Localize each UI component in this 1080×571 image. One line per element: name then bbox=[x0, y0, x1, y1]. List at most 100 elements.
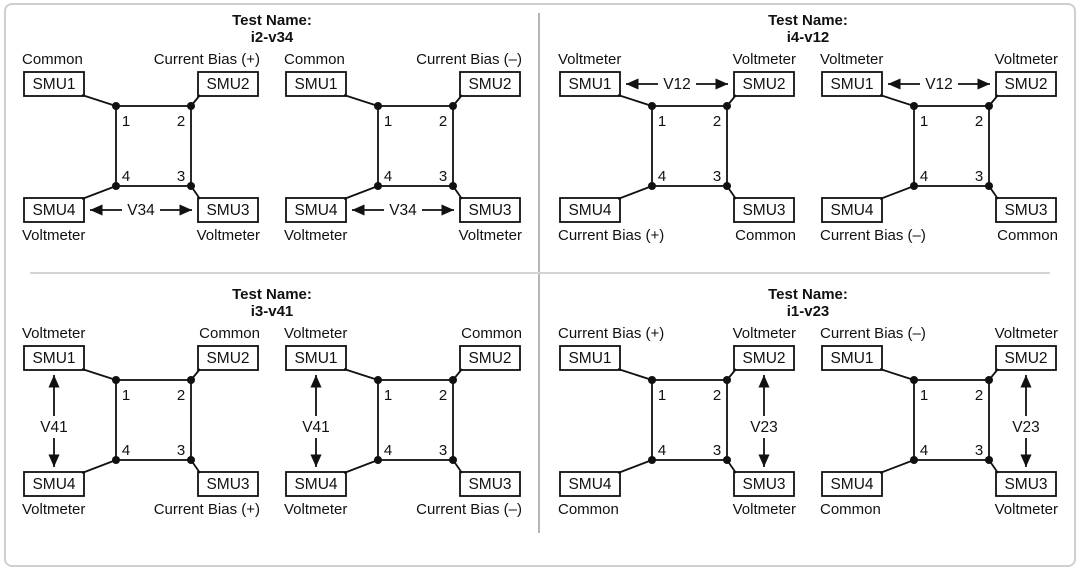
smu2-box bbox=[995, 71, 1057, 97]
corner-number-4: 4 bbox=[122, 442, 130, 459]
sample-square bbox=[651, 105, 728, 187]
connection-diagram-negative: Voltmeter Common SMU1 SMU2 SMU4 SMU3 bbox=[284, 325, 522, 518]
connector-smu4 bbox=[617, 185, 653, 200]
corner-number-4: 4 bbox=[920, 442, 928, 459]
smu4-label: SMU4 bbox=[32, 476, 75, 493]
smu1-label: SMU1 bbox=[830, 350, 873, 367]
smu4-box bbox=[559, 197, 621, 223]
smu2-label: SMU2 bbox=[742, 350, 785, 367]
smu4-box bbox=[559, 471, 621, 497]
smu4-box bbox=[23, 197, 85, 223]
smu3-box bbox=[197, 471, 259, 497]
corner-number-1: 1 bbox=[658, 113, 666, 130]
sample-square bbox=[377, 379, 454, 461]
diagram-pair: Voltmeter Common SMU1 SMU2 SMU4 SMU3 bbox=[8, 322, 536, 522]
smu1-box bbox=[23, 71, 85, 97]
corner-number-2: 2 bbox=[177, 113, 185, 130]
corner-number-2: 2 bbox=[975, 113, 983, 130]
sample-square bbox=[115, 379, 192, 461]
role-bottom-left: Voltmeter bbox=[284, 501, 347, 518]
connection-diagram-negative: Current Bias (–) Voltmeter SMU1 SMU2 SMU… bbox=[820, 325, 1058, 518]
sample-square bbox=[913, 105, 990, 187]
role-bottom-right: Current Bias (+) bbox=[154, 501, 260, 518]
test-title-line1: Test Name: bbox=[768, 286, 848, 303]
test-title: Test Name: i2-v34 bbox=[8, 12, 536, 46]
connection-diagram-negative: Common Current Bias (–) SMU1 SMU2 SMU4 S… bbox=[284, 51, 522, 244]
role-bottom-right: Current Bias (–) bbox=[416, 501, 522, 518]
smu3-label: SMU3 bbox=[742, 202, 785, 219]
corner-number-2: 2 bbox=[713, 387, 721, 404]
role-bottom-right: Voltmeter bbox=[197, 227, 260, 244]
connector-smu1 bbox=[343, 94, 379, 107]
terminal-dot-2 bbox=[187, 102, 195, 110]
smu3-box bbox=[733, 197, 795, 223]
smu3-box bbox=[995, 197, 1057, 223]
terminal-dot-3 bbox=[187, 182, 195, 190]
role-top-right: Voltmeter bbox=[995, 51, 1058, 68]
smu4-label: SMU4 bbox=[568, 202, 611, 219]
terminal-dot-4 bbox=[648, 456, 656, 464]
corner-number-1: 1 bbox=[384, 113, 392, 130]
quadrant-i1-v23: Test Name: i1-v23 Current Bias (+) Voltm… bbox=[544, 282, 1072, 522]
role-top-left: Common bbox=[284, 51, 345, 68]
test-title: Test Name: i3-v41 bbox=[8, 286, 536, 320]
smu3-box bbox=[197, 197, 259, 223]
corner-number-3: 3 bbox=[439, 442, 447, 459]
voltage-label: V12 bbox=[663, 76, 691, 93]
corner-number-2: 2 bbox=[439, 387, 447, 404]
corner-number-4: 4 bbox=[384, 168, 392, 185]
connector-smu1 bbox=[343, 368, 379, 381]
panel-border bbox=[4, 3, 1076, 567]
test-title-line2: i2-v34 bbox=[250, 29, 294, 46]
terminal-dot-4 bbox=[910, 456, 918, 464]
corner-number-3: 3 bbox=[713, 168, 721, 185]
voltage-label: V34 bbox=[127, 202, 155, 219]
connector-smu4 bbox=[879, 459, 915, 474]
terminal-dot-3 bbox=[723, 456, 731, 464]
terminal-dot-4 bbox=[112, 456, 120, 464]
corner-number-1: 1 bbox=[658, 387, 666, 404]
terminal-dot-3 bbox=[985, 182, 993, 190]
smu2-box bbox=[459, 71, 521, 97]
test-title: Test Name: i4-v12 bbox=[544, 12, 1072, 46]
corner-number-2: 2 bbox=[975, 387, 983, 404]
sample-square bbox=[913, 379, 990, 461]
smu1-label: SMU1 bbox=[294, 350, 337, 367]
role-bottom-right: Common bbox=[735, 227, 796, 244]
connection-diagram-positive: Voltmeter Common SMU1 SMU2 SMU4 SMU3 bbox=[22, 325, 260, 518]
test-title-line1: Test Name: bbox=[768, 12, 848, 29]
terminal-dot-2 bbox=[449, 102, 457, 110]
role-bottom-left: Common bbox=[820, 501, 881, 518]
smu4-box bbox=[821, 197, 883, 223]
terminal-dot-2 bbox=[985, 102, 993, 110]
smu3-label: SMU3 bbox=[206, 476, 249, 493]
terminal-dot-3 bbox=[723, 182, 731, 190]
smu1-box bbox=[285, 345, 347, 371]
connector-smu1 bbox=[879, 368, 915, 381]
corner-number-4: 4 bbox=[384, 442, 392, 459]
smu1-label: SMU1 bbox=[32, 350, 75, 367]
connection-diagram-negative: Voltmeter Voltmeter SMU1 SMU2 SMU4 SMU3 bbox=[820, 51, 1058, 244]
terminal-dot-1 bbox=[374, 102, 382, 110]
connector-smu1 bbox=[617, 368, 653, 381]
smu2-label: SMU2 bbox=[206, 350, 249, 367]
diagram-pair: Current Bias (+) Voltmeter SMU1 SMU2 SMU… bbox=[544, 322, 1072, 522]
smu1-box bbox=[821, 345, 883, 371]
corner-number-3: 3 bbox=[975, 442, 983, 459]
smu4-box bbox=[23, 471, 85, 497]
voltage-label: V12 bbox=[925, 76, 953, 93]
voltage-label: V23 bbox=[1012, 419, 1040, 436]
smu1-box bbox=[285, 71, 347, 97]
terminal-dot-4 bbox=[112, 182, 120, 190]
corner-number-1: 1 bbox=[920, 387, 928, 404]
smu1-box bbox=[821, 71, 883, 97]
smu2-box bbox=[733, 345, 795, 371]
corner-number-4: 4 bbox=[122, 168, 130, 185]
role-top-left: Voltmeter bbox=[558, 51, 621, 68]
quadrant-i2-v34: Test Name: i2-v34 Common Current Bias (+… bbox=[8, 8, 536, 248]
terminal-dot-2 bbox=[985, 376, 993, 384]
connection-diagram-positive: Voltmeter Voltmeter SMU1 SMU2 SMU4 SMU3 bbox=[558, 51, 796, 244]
smu3-label: SMU3 bbox=[468, 202, 511, 219]
corner-number-4: 4 bbox=[658, 442, 666, 459]
terminal-dot-1 bbox=[374, 376, 382, 384]
